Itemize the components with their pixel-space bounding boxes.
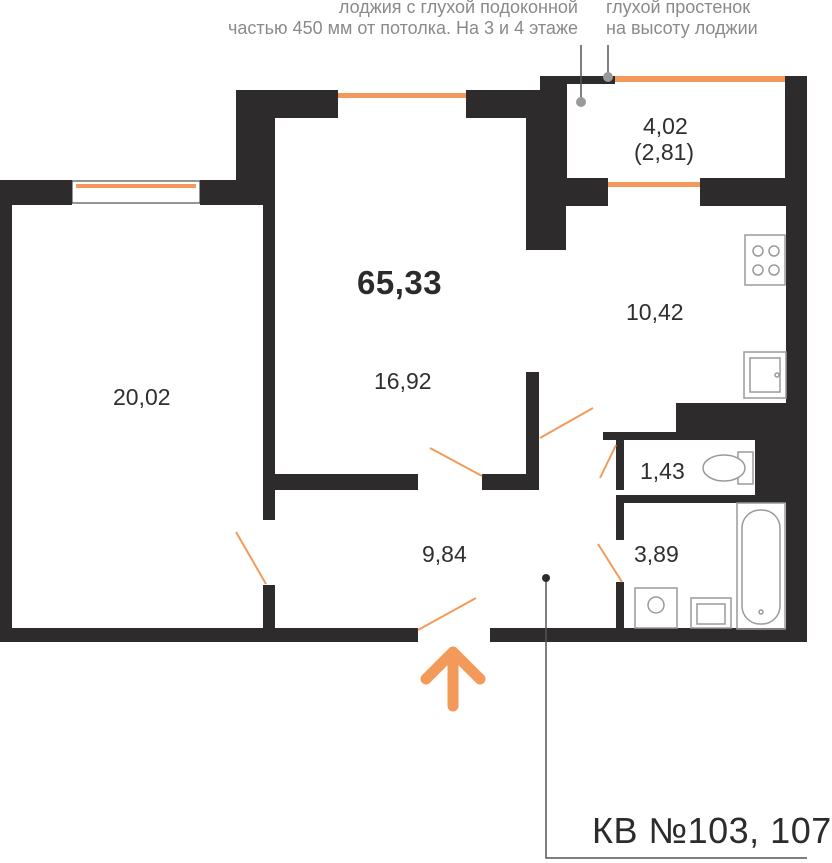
stove-icon — [744, 234, 786, 286]
wall-loggia-top — [540, 76, 615, 84]
wall-living-bottom-b — [482, 474, 539, 490]
wall-living-bottom-a — [263, 474, 418, 490]
toilet-icon — [702, 451, 754, 485]
wall-top-living-a — [236, 90, 338, 118]
entrance-arrow-icon — [420, 646, 486, 712]
basin-icon — [690, 597, 732, 629]
sink-icon — [743, 351, 787, 399]
wall-left — [0, 180, 12, 640]
wall-kitchen-top-a — [540, 178, 608, 206]
wall-note-line2: на высоту лоджии — [606, 18, 758, 38]
wall-toilet-bath — [616, 495, 786, 503]
wall-bedroom-hall — [263, 585, 275, 630]
wall-toilet-top-inner — [603, 432, 773, 440]
loggia-note: лоджия с глухой подоконной частью 450 мм… — [228, 0, 578, 39]
wall-right — [786, 178, 807, 640]
wall-top-bedroom-a — [0, 180, 72, 205]
wall-note-line1: глухой простенок — [606, 0, 751, 17]
wall-toilet-right — [755, 403, 787, 500]
floor-plan — [0, 45, 807, 859]
walls — [0, 76, 807, 642]
bathtub-icon — [736, 502, 786, 630]
bathroom-area: 3,89 — [634, 541, 679, 567]
kitchen-area: 10,42 — [626, 299, 684, 325]
wall-loggia-left — [540, 76, 567, 181]
windows — [71, 76, 785, 205]
bedroom-area: 20,02 — [113, 384, 171, 410]
leader-dot — [576, 97, 586, 107]
wall-toilet-left — [616, 432, 624, 490]
washing-machine-icon — [634, 587, 678, 629]
toilet-area: 1,43 — [640, 458, 685, 484]
wall-living-right-lower — [526, 372, 539, 490]
wall-bath-left-lower — [616, 582, 624, 632]
loggia-reduced-area: (2,81) — [634, 139, 695, 165]
living-area: 16,92 — [374, 368, 432, 394]
loggia-area: 4,02 — [643, 113, 688, 139]
loggia-note-line1: лоджия с глухой подоконной — [338, 0, 578, 17]
leader-dot — [542, 574, 550, 582]
leader-dot — [603, 72, 613, 82]
leader-lines — [545, 45, 807, 859]
hall-area: 9,84 — [422, 541, 467, 567]
wall-note: глухой простенок на высоту лоджии — [606, 0, 758, 39]
doors — [235, 407, 623, 631]
wall-right-upper — [785, 76, 807, 206]
wall-bottom-a — [0, 628, 418, 642]
wall-bedroom-living — [263, 195, 275, 520]
wall-bath-left — [616, 495, 624, 540]
total-area: 65,33 — [357, 264, 443, 301]
apartment-label: КВ №103, 107 — [592, 810, 832, 851]
loggia-note-line2: частью 450 мм от потолка. На 3 и 4 этаже — [228, 18, 578, 38]
wall-bottom-b — [490, 628, 807, 642]
